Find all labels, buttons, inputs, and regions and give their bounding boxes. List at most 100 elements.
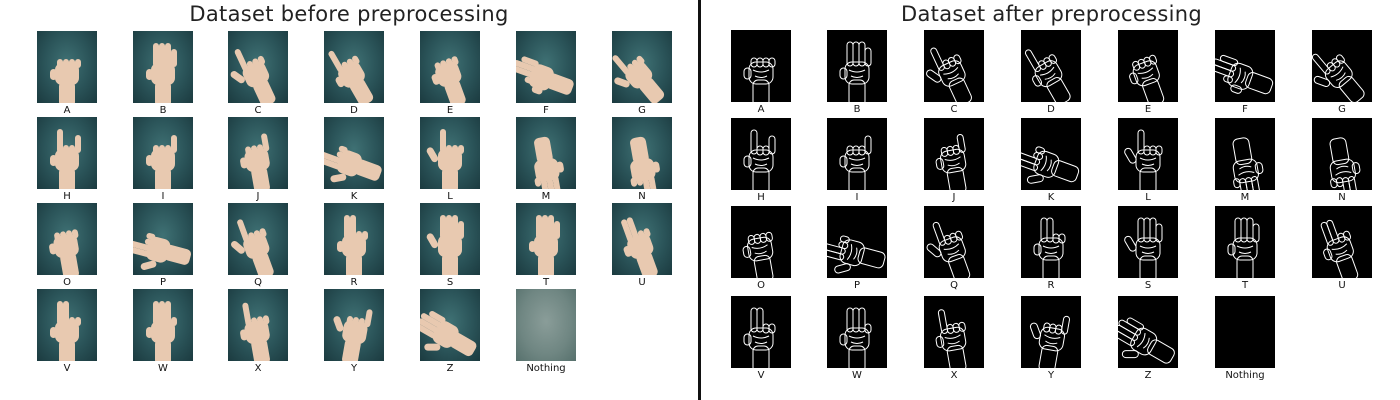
before-sign-label: W (158, 363, 168, 374)
before-sign-cell: Z (420, 289, 480, 377)
after-sign-label: O (757, 280, 765, 291)
after-sign-image (731, 118, 791, 190)
before-sign-label: V (63, 363, 71, 374)
before-sign-cell: A (37, 31, 97, 119)
after-sign-label: C (950, 104, 958, 115)
after-sign-label: D (1047, 104, 1055, 115)
before-sign-image (228, 31, 288, 103)
before-sign-cell: N (612, 117, 672, 205)
before-sign-cell: D (324, 31, 384, 119)
after-sign-image (731, 296, 791, 368)
after-sign-cell: T (1215, 206, 1275, 294)
before-sign-image (37, 117, 97, 189)
before-sign-cell: G (612, 31, 672, 119)
after-sign-cell: H (731, 118, 791, 206)
after-sign-label: E (1144, 104, 1152, 115)
before-sign-cell: Q (228, 203, 288, 291)
before-sign-label: X (254, 363, 262, 374)
after-sign-image (1021, 296, 1081, 368)
after-sign-image (924, 206, 984, 278)
before-sign-cell: I (133, 117, 193, 205)
after-sign-cell: X (924, 296, 984, 384)
after-sign-label: V (757, 370, 765, 381)
after-sign-cell: Nothing (1215, 296, 1275, 384)
before-sign-label: I (161, 191, 165, 202)
before-sign-image (228, 289, 288, 361)
before-sign-label: Nothing (526, 363, 566, 374)
before-sign-image (420, 117, 480, 189)
before-sign-cell: J (228, 117, 288, 205)
after-sign-label: F (1242, 104, 1248, 115)
before-sign-label: Z (446, 363, 454, 374)
after-sign-image (1215, 30, 1275, 102)
before-sign-cell: V (37, 289, 97, 377)
after-sign-image (1021, 30, 1081, 102)
before-sign-label: C (254, 105, 262, 116)
before-sign-label: A (63, 105, 71, 116)
before-sign-cell: X (228, 289, 288, 377)
after-sign-label: B (853, 104, 861, 115)
before-sign-cell: E (420, 31, 480, 119)
before-sign-cell: S (420, 203, 480, 291)
after-sign-label: I (855, 192, 859, 203)
before-sign-label: M (541, 191, 551, 202)
after-sign-label: H (757, 192, 765, 203)
after-sign-image (1118, 30, 1178, 102)
after-sign-cell: Z (1118, 296, 1178, 384)
after-sign-image (1118, 296, 1178, 368)
before-sign-cell: W (133, 289, 193, 377)
before-sign-cell: F (516, 31, 576, 119)
after-sign-cell: K (1021, 118, 1081, 206)
after-sign-cell: I (827, 118, 887, 206)
before-sign-cell: Y (324, 289, 384, 377)
after-sign-image (731, 206, 791, 278)
after-sign-cell: G (1312, 30, 1372, 118)
after-sign-image (1215, 206, 1275, 278)
before-sign-label: G (638, 105, 646, 116)
after-sign-image (731, 30, 791, 102)
after-sign-label: Q (950, 280, 958, 291)
before-sign-label: Y (350, 363, 358, 374)
after-sign-cell: B (827, 30, 887, 118)
before-sign-cell: P (133, 203, 193, 291)
after-sign-label: N (1338, 192, 1346, 203)
after-sign-image (1312, 206, 1372, 278)
before-sign-label: E (446, 105, 454, 116)
before-sign-image (133, 31, 193, 103)
after-sign-image (1118, 118, 1178, 190)
after-sign-cell: Q (924, 206, 984, 294)
before-sign-cell: R (324, 203, 384, 291)
before-sign-label: R (350, 277, 358, 288)
after-sign-image (924, 296, 984, 368)
before-sign-label: P (159, 277, 167, 288)
before-sign-image (420, 31, 480, 103)
before-sign-label: Q (254, 277, 262, 288)
before-sign-image (37, 289, 97, 361)
after-sign-label: Nothing (1225, 370, 1265, 381)
after-sign-cell: V (731, 296, 791, 384)
after-sign-label: S (1144, 280, 1152, 291)
before-sign-image (324, 31, 384, 103)
before-sign-image (420, 289, 480, 361)
after-sign-label: J (952, 192, 956, 203)
before-sign-label: F (543, 105, 549, 116)
after-sign-image (1215, 118, 1275, 190)
before-sign-image (133, 203, 193, 275)
before-sign-image (324, 203, 384, 275)
after-sign-image (827, 296, 887, 368)
after-sign-label: A (757, 104, 765, 115)
before-sign-label: O (63, 277, 71, 288)
after-sign-cell: D (1021, 30, 1081, 118)
before-sign-image (37, 203, 97, 275)
before-sign-image (324, 117, 384, 189)
after-sign-cell: F (1215, 30, 1275, 118)
before-sign-image (612, 31, 672, 103)
before-sign-cell: Nothing (516, 289, 576, 377)
before-sign-cell: T (516, 203, 576, 291)
after-sign-cell: W (827, 296, 887, 384)
before-sign-cell: H (37, 117, 97, 205)
after-sign-label: M (1240, 192, 1250, 203)
after-sign-image (1021, 206, 1081, 278)
before-sign-image (516, 289, 576, 361)
